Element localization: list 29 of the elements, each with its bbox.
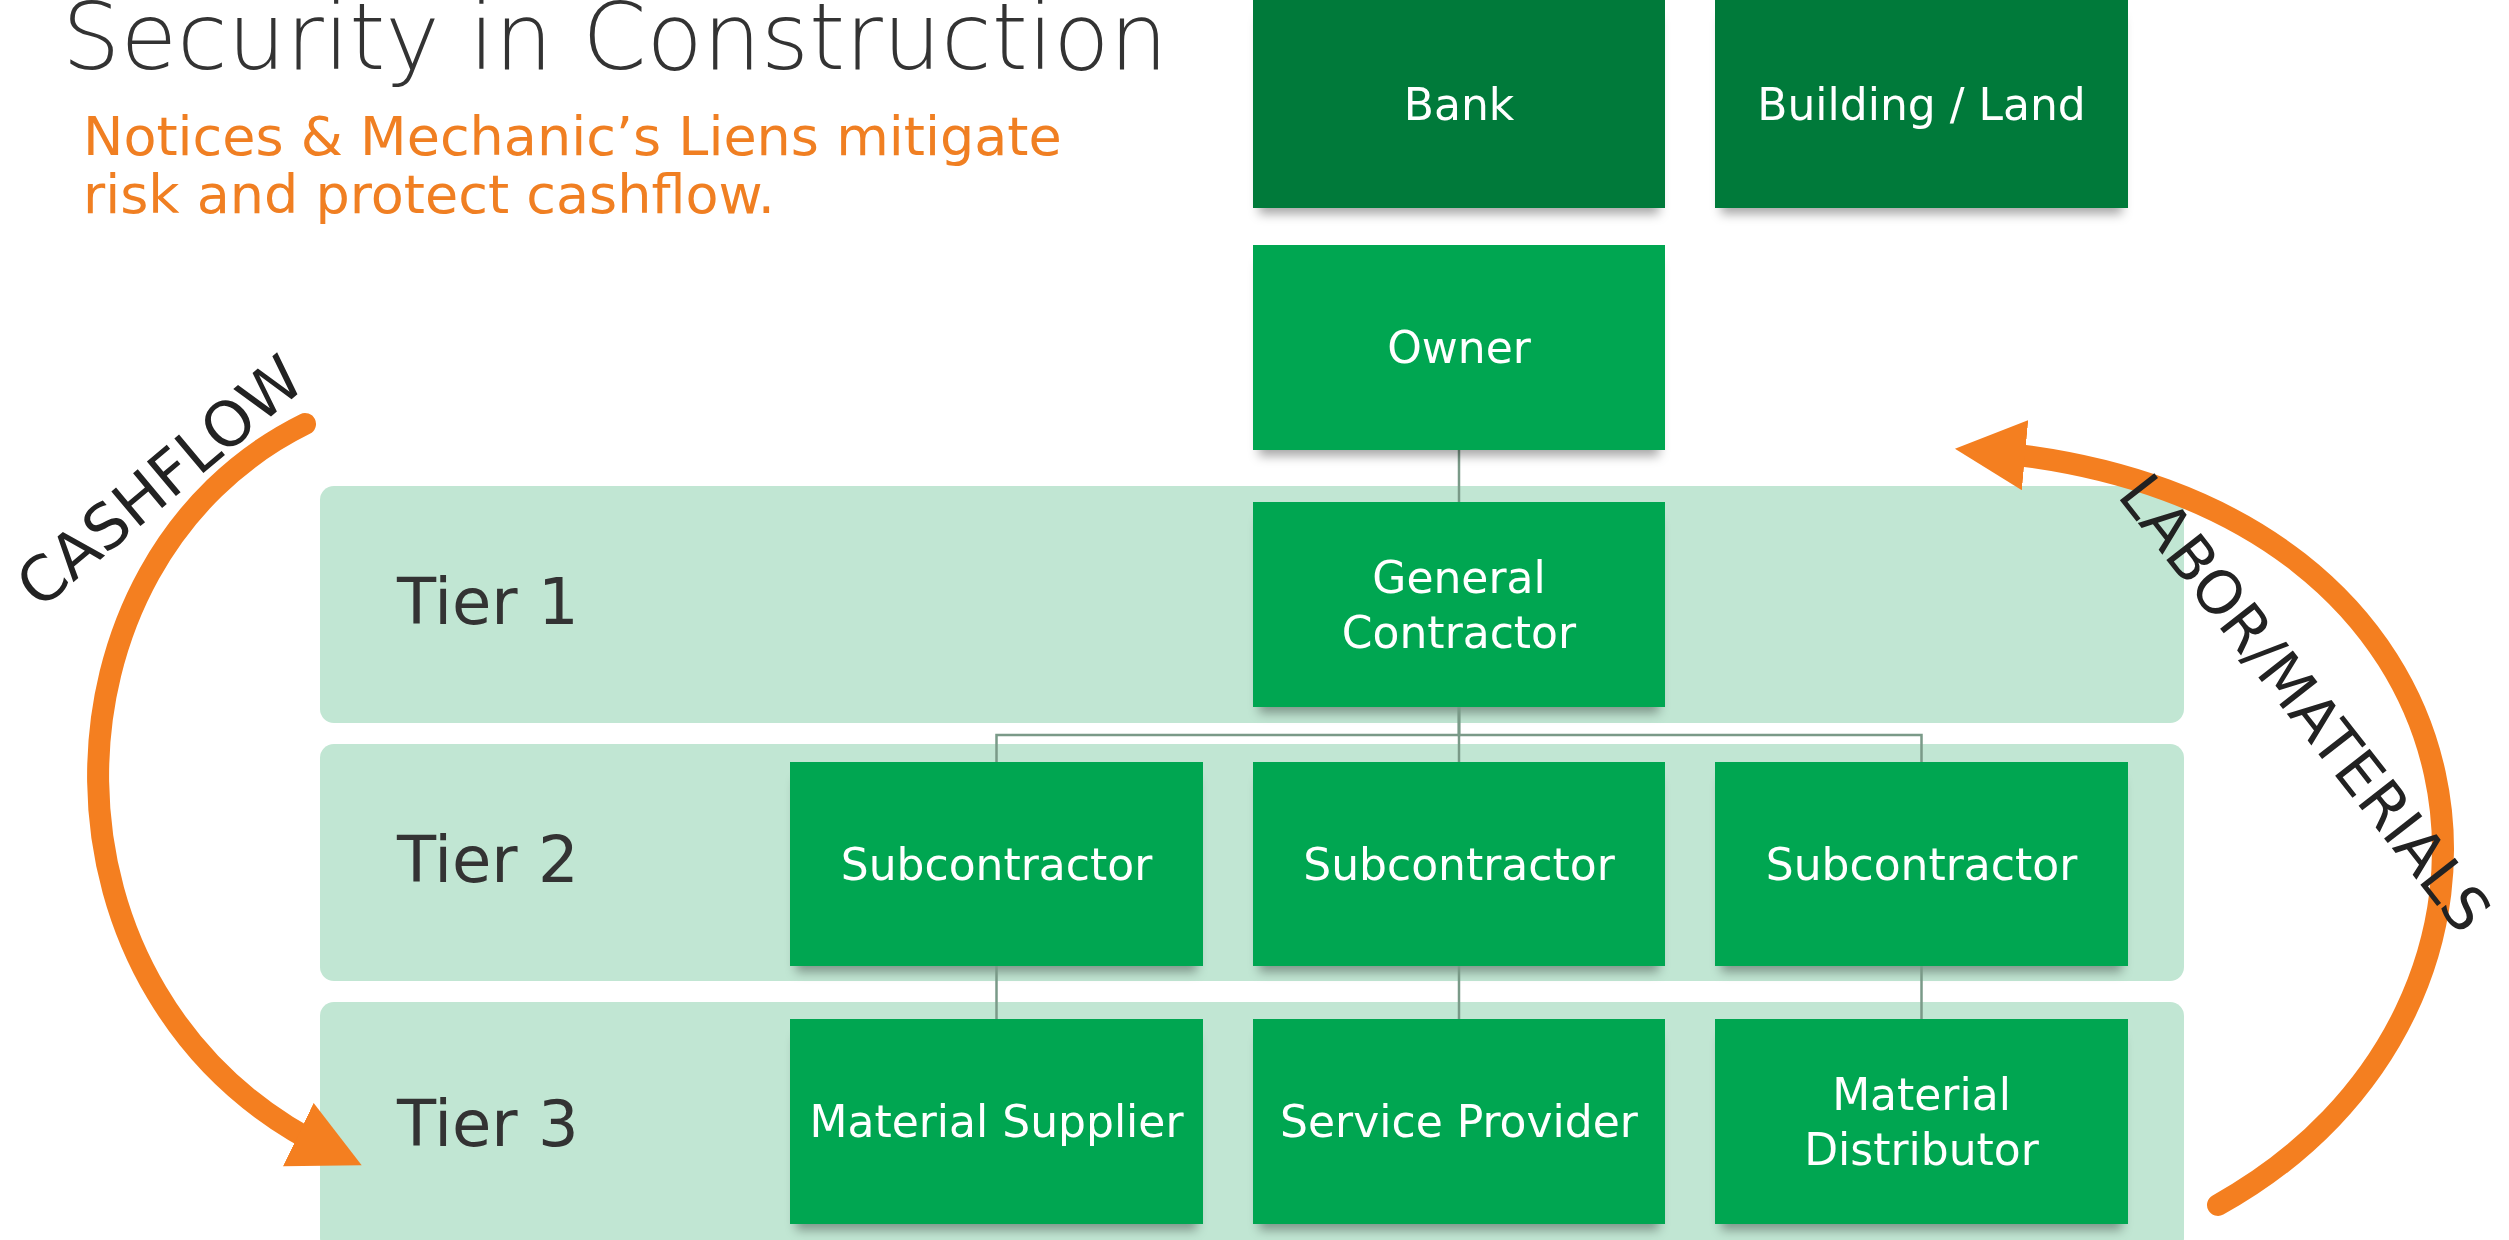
tier-label: Tier 1 <box>397 564 579 639</box>
box-label: Owner <box>1386 321 1532 375</box>
box-label: Material Supplier <box>808 1095 1185 1149</box>
box-label: Subcontractor <box>1302 837 1616 892</box>
tier-band <box>320 1002 2184 1240</box>
connector-line <box>1457 450 1461 502</box>
tier-label: Tier 2 <box>397 822 579 897</box>
party-box <box>1715 1019 2128 1224</box>
connector-line <box>1920 966 1923 1019</box>
entity-box <box>1715 0 2128 208</box>
connector-line <box>1457 966 1461 1019</box>
party-box <box>1253 1019 1665 1224</box>
box-label: Bank <box>1402 77 1516 132</box>
connector-line <box>1457 707 1923 762</box>
entity-box <box>1253 0 1665 208</box>
box-label: Building / Land <box>1756 77 2087 132</box>
party-box <box>1253 762 1665 966</box>
party-box <box>1253 502 1665 707</box>
party-box <box>1253 245 1665 450</box>
box-label: General Contractor <box>1340 550 1578 660</box>
connector-line <box>995 966 998 1019</box>
party-box <box>790 1019 1203 1224</box>
subtitle: Notices & Mechanic’s Liens mitigate risk and protect cashflow. <box>83 108 1063 225</box>
box-label: Service Provider <box>1279 1095 1639 1149</box>
tier-label: Tier 3 <box>397 1087 579 1161</box>
party-box <box>790 762 1203 966</box>
box-label: Subcontractor <box>839 837 1154 892</box>
box-label: Material Distributor <box>1803 1067 2040 1177</box>
box-label: Subcontractor <box>1764 837 2079 892</box>
